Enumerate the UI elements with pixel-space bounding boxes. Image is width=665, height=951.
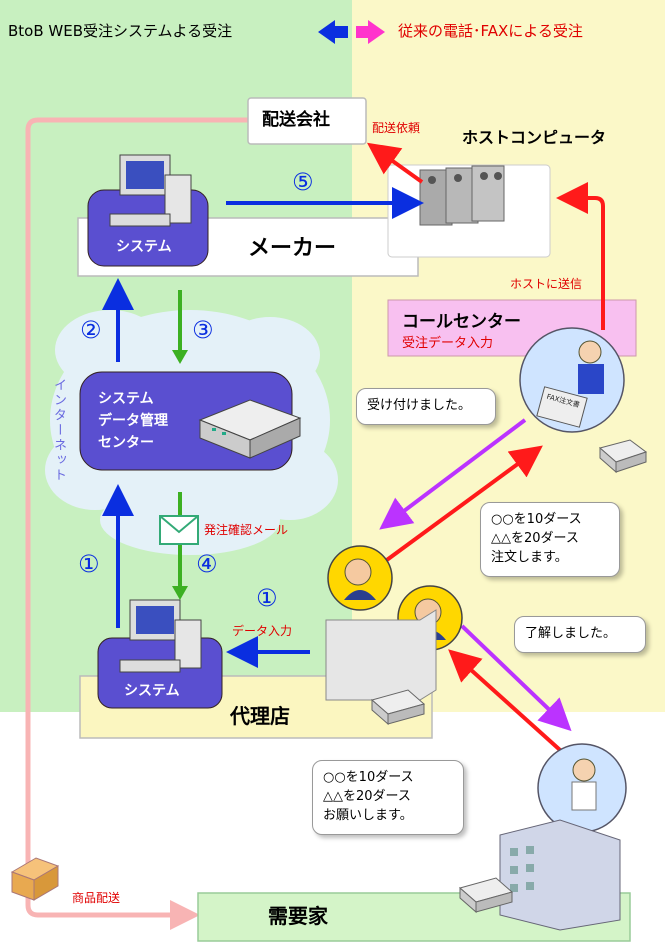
agency-person-icon-1	[327, 545, 393, 611]
step2-label: ②	[80, 316, 102, 344]
step1-label-a: ①	[78, 550, 100, 578]
web-order-label: BtoB WEB受注システムよる受注	[8, 22, 233, 40]
call-center-sub-label: 受注データ入力	[402, 336, 494, 351]
arrow-agency-to-callcenter	[378, 445, 543, 567]
agency-label: 代理店	[230, 704, 290, 728]
customer-label: 需要家	[268, 904, 328, 928]
step3-label: ③	[192, 316, 214, 344]
shipping-request-label: 配送依頼	[372, 121, 421, 135]
envelope-icon	[159, 515, 199, 545]
package-box-icon	[10, 857, 60, 901]
agency-desk	[325, 609, 437, 701]
left-arrow-icon	[318, 20, 335, 44]
shipping-company-box	[247, 97, 367, 145]
traditional-order-label: 従来の電話･FAXによる受注	[398, 22, 583, 40]
right-arrow-icon	[368, 20, 385, 44]
step5-label: ⑤	[292, 168, 314, 196]
bubble-understood: 了解しました。	[514, 616, 646, 653]
data-input-label: データ入力	[232, 624, 293, 638]
order-confirm-mail-label: 発注確認メール	[204, 523, 289, 537]
data-center-label-1: システム	[98, 391, 154, 407]
fax-icon-agency	[370, 689, 426, 726]
maker-pc-icon	[109, 154, 192, 227]
host-computer-label: ホストコンピュータ	[462, 128, 607, 147]
bubble-agency-order: ○○を10ダース △△を20ダース 注文します。	[480, 502, 620, 577]
arrow-callcenter-to-agency	[379, 418, 527, 530]
step4-label: ④	[196, 550, 218, 578]
agency-pc-icon	[119, 599, 202, 673]
maker-system-label: システム	[116, 239, 172, 255]
agency-system-label: システム	[124, 683, 180, 699]
delivery-line	[25, 117, 248, 930]
internet-label: インターネット	[51, 378, 66, 483]
data-center-label-2: データ管理	[98, 413, 168, 429]
maker-label: メーカー	[248, 236, 337, 261]
server-icon	[198, 399, 302, 459]
arrow-shipping-request	[366, 142, 424, 184]
product-delivery-label: 商品配送	[72, 891, 121, 905]
host-computer-icon	[419, 165, 505, 226]
arrow-agency-to-customer	[460, 624, 572, 732]
send-to-host-label: ホストに送信	[510, 277, 583, 291]
fax-icon-callcenter	[598, 439, 648, 474]
step1-label-b: ①	[256, 584, 278, 612]
bubble-customer-order: ○○を10ダース △△を20ダース お願いします。	[312, 760, 464, 835]
call-center-label: コールセンター	[402, 312, 521, 332]
arrow-customer-to-agency	[448, 649, 562, 752]
arrow-send-to-host	[556, 182, 605, 330]
data-center-label-3: センター	[98, 435, 154, 451]
fax-icon-customer	[458, 877, 514, 914]
hospital-building-icon	[499, 819, 621, 931]
bubble-received: 受け付けました。	[356, 388, 496, 425]
shipping-company-label: 配送会社	[262, 110, 330, 130]
